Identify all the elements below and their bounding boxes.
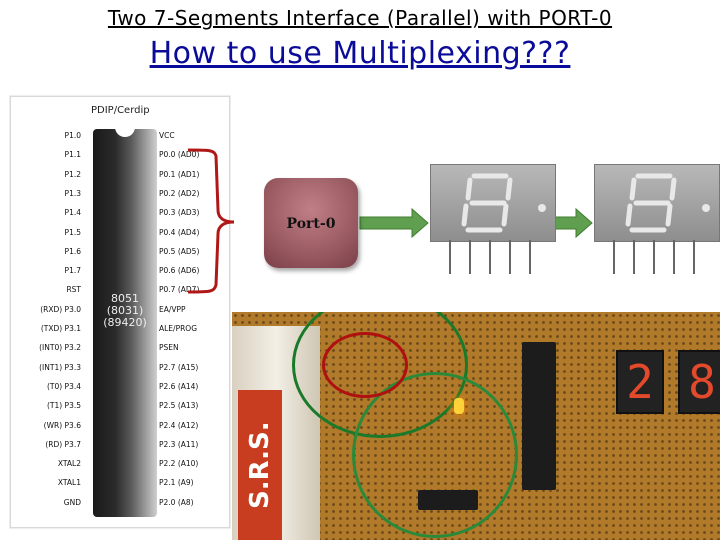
left-pin-label: (RXD) P3.0: [40, 304, 81, 314]
right-pin-label: P0.3 (AD3): [159, 208, 200, 218]
port0-block: Port-0: [264, 178, 358, 268]
left-pin-label: XTAL2: [57, 459, 81, 469]
left-pin-label: RST: [66, 285, 81, 295]
right-pin-label: EA/VPP: [159, 304, 186, 314]
right-pin-label: P2.4 (A12): [159, 420, 199, 430]
right-pin-label: P0.4 (AD4): [159, 227, 200, 237]
left-pin-label: P1.1: [64, 150, 81, 160]
left-pin-label: (TXD) P3.1: [40, 324, 81, 333]
led-display-2-digit: 8: [688, 355, 716, 409]
right-pin-label: P0.1 (AD1): [159, 169, 200, 179]
slide-subheading: How to use Multiplexing???: [149, 36, 571, 71]
right-pin-label: P0.5 (AD5): [159, 246, 200, 256]
left-pin-label: (INT1) P3.3: [39, 362, 81, 372]
left-pin-label: P1.3: [64, 188, 81, 198]
left-pin-label: P1.6: [64, 246, 81, 256]
left-pin-label: P1.0: [64, 131, 81, 140]
transformer-brand: S.R.S.: [238, 390, 282, 540]
chip-package-title: PDIP/Cerdip: [91, 105, 150, 116]
led-display-1: 2: [616, 350, 664, 414]
chip-part-label: 8051 (8031) (89420): [103, 292, 147, 329]
green-wire-loop: [352, 372, 518, 538]
port0-bracket: [187, 148, 235, 294]
left-pin-label: P1.4: [64, 208, 81, 218]
right-pin-label: P0.7 (AD7): [159, 285, 200, 295]
right-pin-label: P0.0 (AD0): [159, 150, 200, 160]
right-pin-label: P2.6 (A14): [159, 381, 199, 391]
right-pin-label: VCC: [159, 131, 175, 140]
right-pin-label: P0.2 (AD2): [159, 188, 200, 198]
seven-segment-display-2: [594, 164, 720, 276]
right-pin-label: P2.1 (A9): [159, 478, 194, 488]
chip-body: [93, 129, 157, 517]
led: [454, 398, 464, 414]
left-pin-label: (RD) P3.7: [45, 439, 81, 449]
right-pin-label: PSEN: [159, 343, 179, 353]
small-ic: [418, 490, 478, 510]
left-pin-label: (WR) P3.6: [43, 420, 81, 430]
red-wire: [322, 332, 408, 398]
left-pin-label: P1.2: [64, 169, 81, 179]
left-pin-label: P1.7: [64, 266, 81, 276]
led-display-2: 8: [678, 350, 720, 414]
left-pin-label: GND: [63, 497, 81, 507]
right-pin-label: P0.6 (AD6): [159, 266, 200, 276]
left-pin-label: P1.5: [64, 227, 81, 237]
arrow-port-to-display1: [359, 207, 429, 239]
right-pin-label: P2.0 (A8): [159, 497, 194, 507]
right-pin-label: P2.2 (A10): [159, 459, 199, 469]
left-pin-label: XTAL1: [57, 478, 81, 488]
port0-label: Port-0: [286, 216, 336, 232]
chip-notch: [115, 127, 135, 137]
led-display-1-digit: 2: [626, 355, 654, 409]
circuit-board-photo: S.R.S. 2 8: [232, 312, 720, 540]
left-pin-label: (T0) P3.4: [46, 381, 81, 391]
right-pin-label: ALE/PROG: [159, 324, 198, 333]
left-pin-label: (T1) P3.5: [46, 401, 81, 411]
left-pin-label: (INT0) P3.2: [39, 343, 81, 353]
seven-segment-display-1: [430, 164, 556, 276]
microcontroller-chip: [522, 342, 556, 490]
right-pin-label: P2.5 (A13): [159, 401, 199, 411]
right-pin-label: P2.7 (A15): [159, 362, 199, 372]
slide-heading: Two 7-Segments Interface (Parallel) with…: [107, 6, 613, 30]
right-pin-label: P2.3 (A11): [159, 439, 199, 449]
